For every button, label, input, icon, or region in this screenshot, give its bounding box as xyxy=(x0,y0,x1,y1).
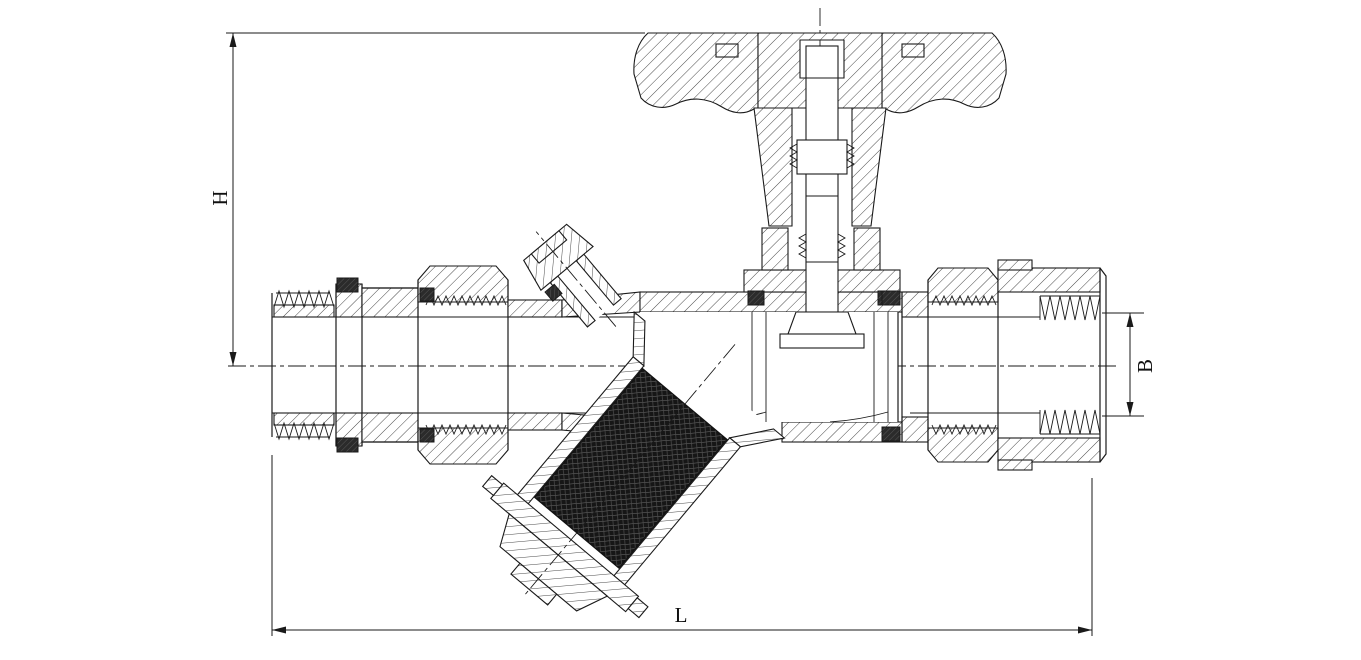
body-gasket-bottom xyxy=(881,426,901,442)
centerline-drain-port xyxy=(535,231,617,327)
handwheel-skirt-right xyxy=(851,107,887,227)
bonnet-seal-left xyxy=(747,290,765,306)
handwheel-skirt-left xyxy=(753,107,793,227)
dimension-B-label: B xyxy=(1133,359,1157,373)
drain-port xyxy=(522,223,622,328)
left-union-nut xyxy=(417,265,509,465)
strainer-cap xyxy=(499,512,609,612)
gland-seal-bottom xyxy=(336,437,359,453)
handwheel-rim-left xyxy=(633,32,759,114)
arrowhead-up-icon xyxy=(1126,313,1134,327)
packing-nut xyxy=(796,139,848,175)
dimension-H-label: H xyxy=(208,190,232,205)
handwheel xyxy=(633,32,1007,227)
arrowhead-down-icon xyxy=(1126,402,1134,416)
centerline-strainer xyxy=(523,344,736,596)
dimension-L-label: L xyxy=(675,603,688,627)
arrowhead-up-icon xyxy=(229,33,237,47)
dimension-L: L xyxy=(271,455,1093,636)
valve-seat-internals xyxy=(709,312,899,423)
arrowhead-right-icon xyxy=(1078,626,1092,634)
arrowhead-down-icon xyxy=(229,352,237,366)
union-gasket-top xyxy=(419,287,435,302)
left-male-thread-end xyxy=(271,277,640,453)
arrowhead-left-icon xyxy=(272,626,286,634)
valve-stem xyxy=(779,45,865,349)
gland-seal-top xyxy=(336,277,359,293)
drain-port-seal xyxy=(544,283,563,302)
drain-port-cap xyxy=(522,223,594,292)
right-connector xyxy=(881,290,1040,443)
valve-disc xyxy=(779,333,865,349)
strainer-branch xyxy=(481,310,786,619)
union-gasket-bottom xyxy=(419,428,435,443)
dimension-B: B xyxy=(1102,312,1157,417)
inlet-tailpiece xyxy=(361,287,419,443)
valve-plug xyxy=(787,311,857,335)
outlet-female-thread-end xyxy=(997,259,1107,471)
dimension-H: H xyxy=(208,32,645,366)
handwheel-rim-right xyxy=(881,32,1007,114)
right-union-nut xyxy=(927,267,999,463)
body-gasket-top xyxy=(881,290,901,306)
